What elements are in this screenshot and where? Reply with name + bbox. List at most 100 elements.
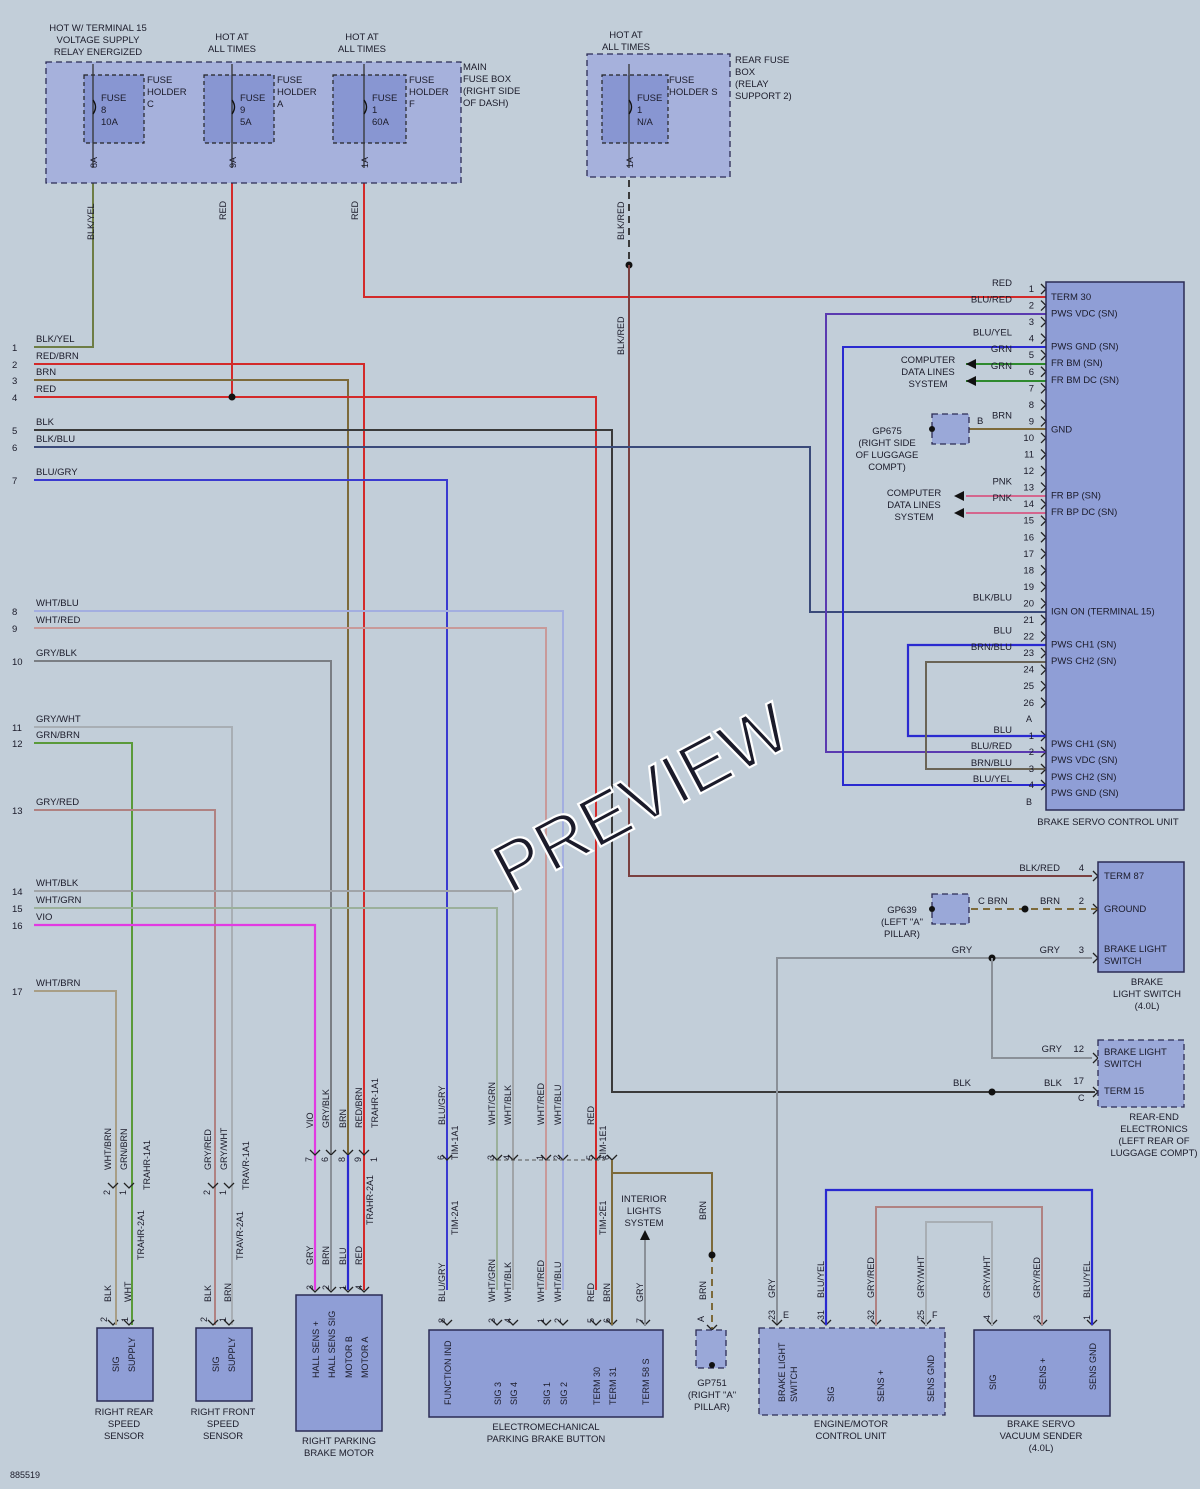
wire-red-brn <box>34 363 365 1290</box>
pin-number: 3 <box>1079 945 1084 956</box>
pin-label: TERM 58 S <box>641 1358 651 1405</box>
pin-number: 32 <box>866 1310 876 1320</box>
wire-color-label: BLK/YEL <box>86 203 96 240</box>
wire-grn-brn <box>34 742 133 1325</box>
connector-chevron <box>309 1286 321 1293</box>
component-title: CONTROL UNIT <box>816 1431 887 1442</box>
wire-vio <box>34 923 317 1290</box>
gp751-ground <box>695 1329 727 1369</box>
wire-gry-bls <box>776 957 1092 1325</box>
gp639-label: PILLAR) <box>884 929 920 940</box>
wire-color-label: BLU/GRY <box>437 1086 447 1125</box>
wire-color-label: WHT/GRN <box>487 1082 497 1125</box>
pin-number: 5 <box>1029 350 1034 361</box>
pin-label: BRAKE LIGHT <box>1104 944 1167 955</box>
pin-number: 7 <box>635 1318 645 1323</box>
connector-id: B <box>977 416 983 427</box>
right-parking-brake-motor <box>295 1294 383 1432</box>
fuse-holder-label: HOLDER <box>277 87 317 98</box>
connector-id: C BRN <box>978 896 1008 907</box>
pin-number: 2 <box>321 1285 331 1290</box>
pin-number: 7 <box>304 1157 314 1162</box>
pin-number: 13 <box>1023 483 1034 494</box>
connector-pin-number: 3 <box>12 376 17 387</box>
connector-chevron <box>557 1319 569 1326</box>
wire-color-label: GRY/WHT <box>219 1127 229 1170</box>
pin-number: 2 <box>102 1190 112 1195</box>
wire-color-label: BLK/BLU <box>973 592 1012 603</box>
computer-data-lines-label: DATA LINES <box>901 367 955 378</box>
pin-label: PWS CH1 (SN) <box>1051 739 1116 750</box>
fuse-label: N/A <box>637 117 654 128</box>
component-title: ELECTROMECHANICAL <box>492 1422 599 1433</box>
source-heading: HOT AT <box>609 30 643 41</box>
pin-label: SIG 2 <box>559 1382 569 1405</box>
wire-color-label: GRY <box>1042 1044 1063 1055</box>
rear-fuse-box-label: BOX <box>735 67 756 78</box>
pin-number: 1 <box>1029 731 1034 742</box>
pin-label: SUPPLY <box>127 1337 137 1372</box>
component-title: RIGHT FRONT <box>191 1407 256 1418</box>
fuse-pin-number: 9A <box>228 157 238 168</box>
connector-pin-number: 9 <box>12 624 17 635</box>
pin-number: 23 <box>1023 648 1034 659</box>
pin-number: 1 <box>120 1317 130 1322</box>
wire-color-label: GRY <box>952 945 973 956</box>
pin-label: SENS GND <box>926 1354 936 1402</box>
pin-number: 17 <box>1023 549 1034 560</box>
brake-servo-control-unit <box>1045 281 1185 811</box>
fuse-label: 1 <box>372 105 377 116</box>
wire-blu-red-loop <box>825 313 1046 753</box>
connector-id: C <box>1078 1093 1085 1103</box>
pin-number: 4 <box>502 1155 512 1160</box>
electromechanical-parking-brake-button <box>428 1329 664 1418</box>
fuse-holder-label: F <box>409 99 415 110</box>
pin-number: 6 <box>601 1155 611 1160</box>
component-title: REAR-END <box>1129 1112 1179 1123</box>
pin-number: 2 <box>552 1155 562 1160</box>
pin-number: 6 <box>320 1157 330 1162</box>
connector-chevron <box>207 1319 219 1326</box>
wire-wht-blu <box>34 610 564 1290</box>
brake-servo-vacuum-sender <box>973 1329 1111 1417</box>
wire-color-label: BRN <box>602 1283 612 1302</box>
wire-color-label: VIO <box>305 1112 315 1128</box>
connector-pin-number: 10 <box>12 657 23 668</box>
component-title: RIGHT PARKING <box>302 1436 376 1447</box>
wire-color-label: BRN <box>338 1109 348 1128</box>
fuse-holder-label: FUSE <box>277 75 302 86</box>
pin-number: 3 <box>486 1155 496 1160</box>
gp639-ground <box>931 893 970 925</box>
connector-chevron <box>123 1182 135 1189</box>
wire-color-label: BRN/BLU <box>971 642 1012 653</box>
interior-lights-label: LIGHTS <box>627 1206 661 1217</box>
wire-color-label: BLK/RED <box>616 316 626 355</box>
fuse-label: FUSE <box>240 93 265 104</box>
gp751-label: GP751 <box>697 1378 727 1389</box>
pin-number: 10 <box>1023 433 1034 444</box>
pin-number: 15 <box>1023 516 1034 527</box>
wire-color-label: WHT/BLK <box>503 1262 513 1302</box>
connector-chevron <box>342 1286 354 1293</box>
pin-number: 14 <box>1023 499 1034 510</box>
pin-label: SIG <box>211 1356 221 1372</box>
wire-blu-gry <box>34 479 448 1290</box>
connector-chevron <box>358 1149 370 1156</box>
wire-color-label: BLU/YEL <box>973 774 1012 785</box>
connector-pin-number: 15 <box>12 904 23 915</box>
gp751-label: PILLAR) <box>694 1402 730 1413</box>
pin-number: 31 <box>816 1310 826 1320</box>
wire-color-label: BLK/YEL <box>36 334 75 345</box>
pin-number: 22 <box>1023 632 1034 643</box>
wire-color-label: BLK/BLU <box>36 434 75 445</box>
fuse-label: 10A <box>101 117 119 128</box>
wire-blk-yel-fuse8 <box>34 168 94 348</box>
wire-brn-blu-loop <box>925 661 1046 770</box>
main-fuse-box-label: MAIN <box>463 62 487 73</box>
pin-number: 16 <box>1023 532 1034 543</box>
pin-label: SENS + <box>1038 1358 1048 1390</box>
wire-color-label: BLU/RED <box>971 295 1012 306</box>
component-title: RIGHT REAR <box>95 1407 154 1418</box>
pin-label: PWS CH2 (SN) <box>1051 772 1116 783</box>
wire-color-label: WHT/BRN <box>36 978 80 989</box>
